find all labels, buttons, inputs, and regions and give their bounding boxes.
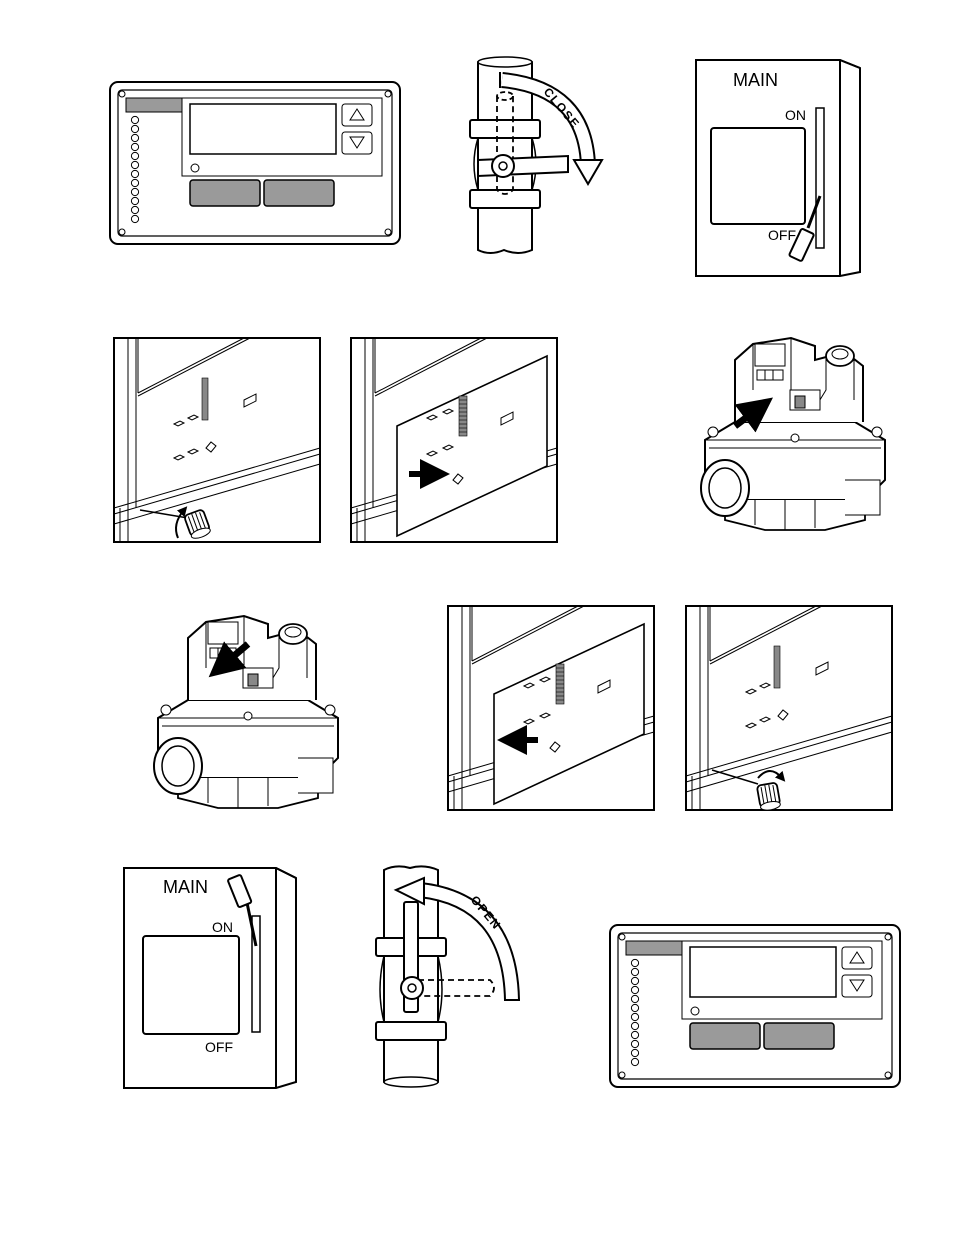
switch-bottom-on-label: ON [212, 919, 233, 935]
main-power-switch-off: MAIN ON OFF [696, 60, 860, 276]
main-power-switch-on: MAIN ON OFF [124, 868, 296, 1088]
service-panel-remove [351, 338, 557, 542]
gas-valve-control-off [701, 338, 885, 530]
service-panel-replace [448, 606, 654, 810]
gas-shutoff-valve-close: CLOSE [470, 57, 602, 253]
switch-top-off-label: OFF [768, 227, 796, 243]
switch-bottom-off-label: OFF [205, 1039, 233, 1055]
switch-top-on-label: ON [785, 107, 806, 123]
service-panel-fastener-loosen [114, 338, 320, 542]
control-display-panel-2 [610, 925, 900, 1087]
switch-top-title: MAIN [733, 70, 778, 90]
gas-valve-control-on [154, 616, 338, 808]
control-display-panel-1 [110, 82, 400, 244]
gas-shutoff-valve-open: OPEN [376, 866, 520, 1087]
switch-bottom-title: MAIN [163, 877, 208, 897]
service-panel-fastener-tighten [686, 606, 892, 811]
